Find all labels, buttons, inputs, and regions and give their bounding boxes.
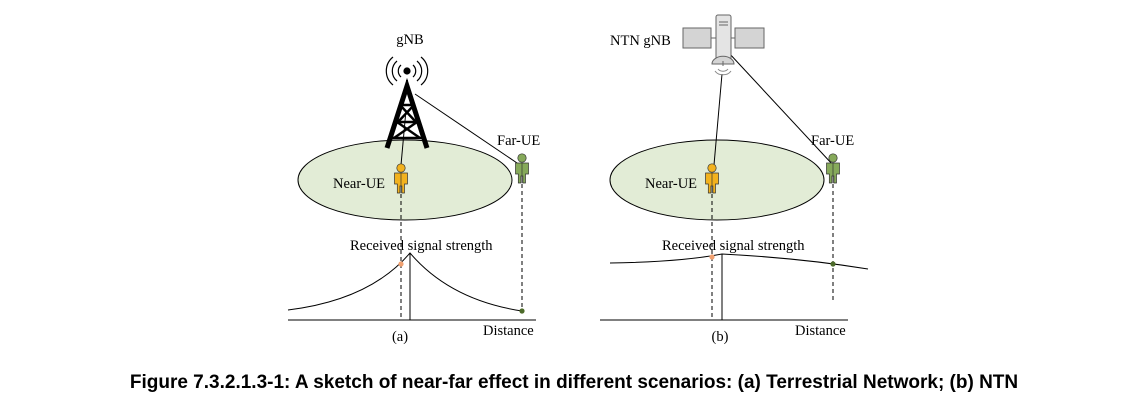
ntn-gnb-label: NTN gNB: [610, 33, 671, 49]
gnb-label: gNB: [396, 32, 423, 48]
near-ue-marker-a: [398, 261, 404, 267]
near-ue-marker-b: [709, 254, 715, 260]
signal-label-b: Received signal strength: [662, 238, 805, 254]
figure-caption: Figure 7.3.2.1.3-1: A sketch of near-far…: [129, 372, 1019, 393]
distance-label-a: Distance: [483, 323, 534, 339]
near-ue-label: Near-UE: [645, 176, 697, 192]
link-line-far-a: [414, 93, 521, 166]
distance-label-b: Distance: [795, 323, 846, 339]
panel-b: NTN gNB Near-UE Far-UE Received signal s…: [600, 14, 869, 345]
near-ue-label: Near-UE: [333, 176, 385, 192]
signal-curve-a: [287, 252, 523, 312]
signal-label-a: Received signal strength: [350, 238, 493, 254]
panel-tag-b: (b): [712, 329, 729, 345]
panel-tag-a: (a): [392, 329, 408, 345]
far-ue-icon: [515, 153, 529, 184]
link-line-near-b: [713, 73, 723, 166]
far-ue-marker-a: [519, 308, 525, 314]
signal-curve-b: [609, 253, 869, 270]
far-ue-icon: [826, 153, 840, 184]
far-ue-label: Far-UE: [811, 133, 854, 149]
far-ue-label: Far-UE: [497, 133, 540, 149]
far-ue-marker-b: [830, 261, 836, 267]
signal-waves-icon: [385, 56, 429, 86]
link-line-far-b: [727, 51, 834, 166]
panel-a: gNB Near-UE Far-UE Received signal stren…: [287, 32, 540, 345]
satellite-icon: [682, 14, 765, 76]
tower-icon: [384, 77, 430, 149]
